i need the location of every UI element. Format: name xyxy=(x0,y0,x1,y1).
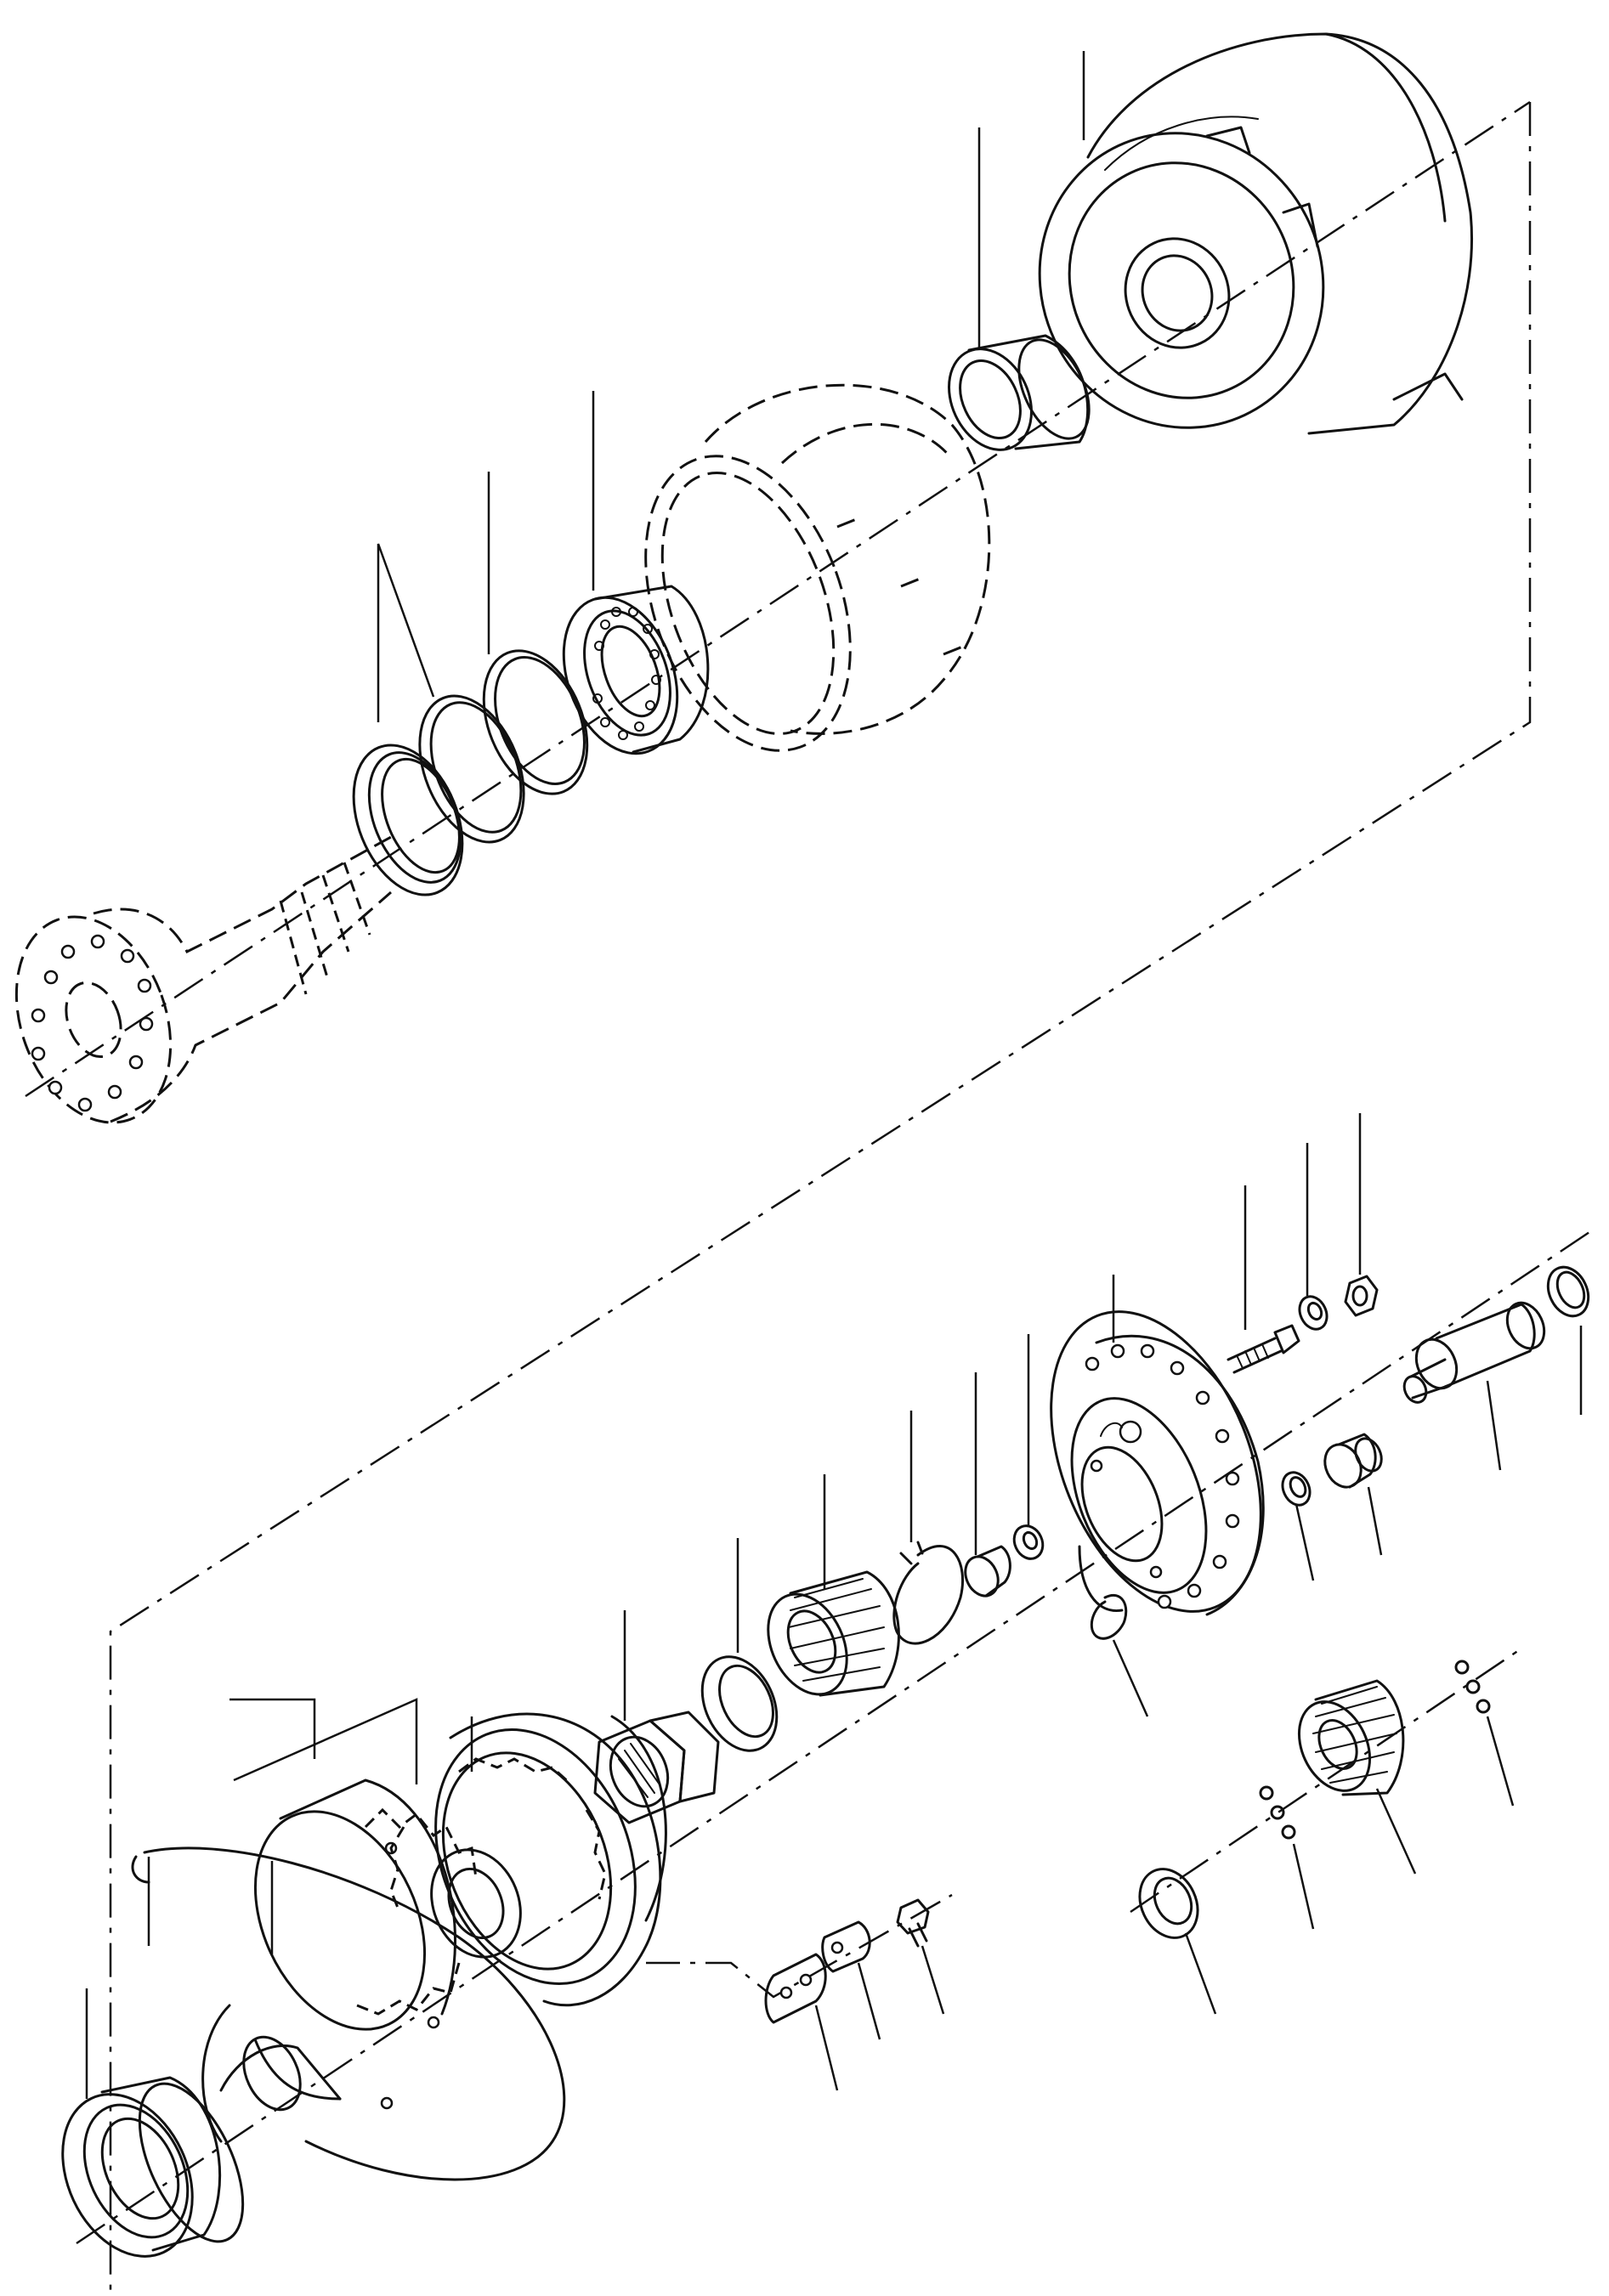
spline-gear xyxy=(767,1570,900,1697)
leader-balls-a xyxy=(1486,1716,1515,1807)
housing xyxy=(1038,32,1474,435)
leader-washer xyxy=(1184,1932,1217,2015)
cover-plate xyxy=(1050,1310,1265,1616)
leader-small-gear xyxy=(1375,1788,1417,1875)
leader-lock-plate xyxy=(814,2005,839,2091)
clip xyxy=(821,1920,871,1973)
bolt xyxy=(1227,1324,1300,1374)
plug xyxy=(964,1545,1011,1598)
balls-a xyxy=(1454,1660,1491,1714)
upper-axis-line xyxy=(25,100,1531,1098)
spring-washer xyxy=(1298,1295,1329,1331)
hex-nut xyxy=(593,1711,720,1824)
bushing xyxy=(948,334,1091,451)
leader-rings-1-2 xyxy=(377,543,435,722)
outer-bearing xyxy=(61,2076,245,2258)
ring-1 xyxy=(352,744,464,896)
leader-screw xyxy=(921,1945,945,2015)
circlip xyxy=(892,1541,965,1645)
thrust-washer xyxy=(700,1655,779,1752)
o-ring xyxy=(1281,1471,1312,1507)
balls-b xyxy=(1259,1785,1296,1840)
leader-lines xyxy=(85,51,1583,2099)
small-gear xyxy=(1297,1679,1405,1796)
leader-carrier-a xyxy=(229,1698,316,1759)
ring-2 xyxy=(418,694,525,844)
secondary-axis-line xyxy=(1130,1647,1522,1914)
ring-gear xyxy=(389,1712,667,2007)
leader-piston xyxy=(1486,1380,1502,1471)
lock-plate-axis-line xyxy=(646,1893,953,1999)
shaft-flange xyxy=(14,835,392,1124)
leader-o-ring xyxy=(1295,1503,1315,1581)
dashed-drum xyxy=(644,383,991,752)
lower-axis-line xyxy=(76,1230,1590,2245)
leader-valve-plug xyxy=(1367,1486,1383,1556)
ball-bearing xyxy=(562,585,710,755)
leader-clip xyxy=(857,1962,881,2040)
planet-carrier xyxy=(201,1779,478,2143)
leader-balls-b xyxy=(1292,1843,1315,1930)
ring-3 xyxy=(482,649,589,795)
snap-ring-large xyxy=(131,1846,566,2181)
screw xyxy=(896,1898,930,1948)
small-circlip xyxy=(1090,1593,1128,1640)
seal-ring xyxy=(1546,1265,1590,1318)
washer xyxy=(1138,1868,1199,1939)
leader-carrier-b xyxy=(233,1698,418,1784)
nut xyxy=(1344,1275,1379,1317)
leader-small-circlip xyxy=(1112,1639,1149,1717)
center-lines xyxy=(25,100,1590,2294)
piston xyxy=(1402,1301,1546,1404)
group-boundary-line xyxy=(109,102,1532,2294)
valve-plug xyxy=(1323,1433,1383,1489)
lock-plate xyxy=(764,1953,827,2024)
small-nut xyxy=(1012,1524,1045,1560)
